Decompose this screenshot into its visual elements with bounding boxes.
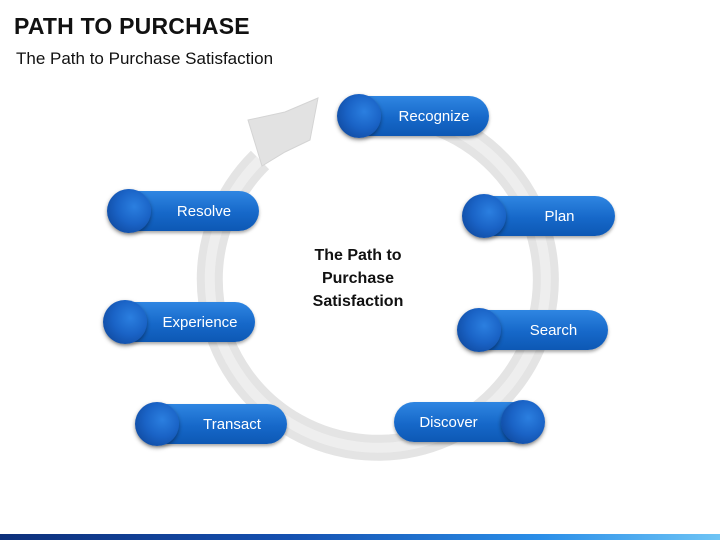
stage-resolve-label: Resolve <box>176 202 232 220</box>
stage-plan-label: Plan <box>544 207 575 225</box>
stage-experience: Experience <box>103 300 255 344</box>
stage-resolve: Resolve <box>107 189 259 233</box>
stage-search-knob <box>457 308 501 352</box>
stage-transact: Transact <box>135 402 287 446</box>
stage-discover-knob <box>501 400 545 444</box>
cycle-arrowhead <box>247 97 319 167</box>
stage-discover: Discover <box>394 400 545 444</box>
stage-recognize-knob <box>337 94 381 138</box>
stage-experience-label: Experience <box>162 313 238 331</box>
center-line-3: Satisfaction <box>312 293 404 310</box>
stage-recognize-label: Recognize <box>398 107 470 125</box>
center-line-2: Purchase <box>321 270 395 287</box>
stage-plan: Plan <box>462 194 615 238</box>
stage-transact-knob <box>135 402 179 446</box>
stage-recognize: Recognize <box>337 94 489 138</box>
center-line-1: The Path to <box>314 247 402 264</box>
stage-resolve-knob <box>107 189 151 233</box>
stage-experience-knob <box>103 300 147 344</box>
page-title: PATH TO PURCHASE <box>14 13 250 39</box>
footer-accent-bar <box>0 534 720 540</box>
stage-search: Search <box>457 308 608 352</box>
stage-search-label: Search <box>529 321 578 339</box>
center-caption: The Path to Purchase Satisfaction <box>268 244 448 313</box>
stage-transact-label: Transact <box>203 415 261 433</box>
stage-plan-knob <box>462 194 506 238</box>
page-subtitle: The Path to Purchase Satisfaction <box>16 49 274 68</box>
stage-discover-label: Discover <box>419 413 478 431</box>
